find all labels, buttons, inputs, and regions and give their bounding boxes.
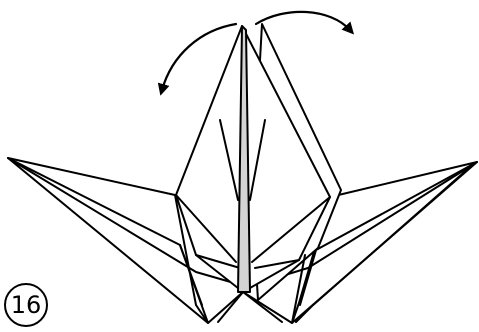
fold-right-arrow bbox=[256, 12, 350, 30]
step-number: 16 bbox=[11, 291, 42, 319]
step-number-badge: 16 bbox=[4, 283, 48, 327]
